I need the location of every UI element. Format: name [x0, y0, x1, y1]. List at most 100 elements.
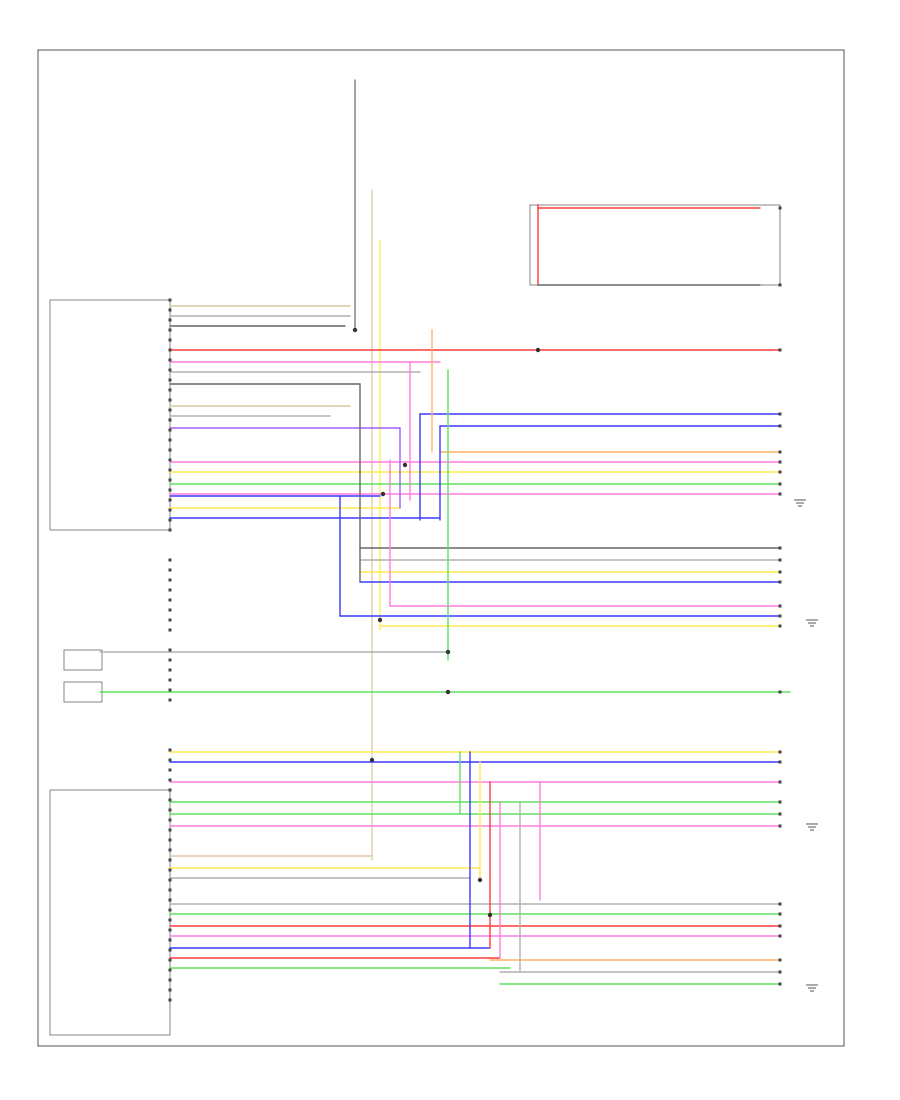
pin-left-560 [168, 558, 172, 562]
pin-left-700 [168, 698, 172, 702]
pin-left-490 [168, 488, 172, 492]
pin-left-900 [168, 898, 172, 902]
splice-3 [402, 462, 408, 468]
pin-left-980 [168, 978, 172, 982]
pin-left-820 [168, 818, 172, 822]
pin-left-570 [168, 568, 172, 572]
pin-left-800 [168, 798, 172, 802]
pin-right-208 [778, 206, 782, 210]
pin-left-850 [168, 848, 172, 852]
pin-left-320 [168, 318, 172, 322]
pin-right-802 [778, 800, 782, 804]
splice-5 [377, 617, 383, 623]
splice-8 [369, 757, 375, 763]
pin-left-310 [168, 308, 172, 312]
component-box-1 [49, 299, 171, 531]
pin-left-670 [168, 668, 172, 672]
pin-left-450 [168, 448, 172, 452]
pin-right-350 [778, 348, 782, 352]
pin-right-936 [778, 934, 782, 938]
splice-2 [535, 347, 541, 353]
pin-left-990 [168, 988, 172, 992]
pin-left-690 [168, 688, 172, 692]
pin-left-890 [168, 888, 172, 892]
pin-left-600 [168, 598, 172, 602]
pin-left-1000 [168, 998, 172, 1002]
pin-right-414 [778, 412, 782, 416]
pin-left-370 [168, 368, 172, 372]
pin-left-410 [168, 408, 172, 412]
pin-right-826 [778, 824, 782, 828]
pin-left-780 [168, 778, 172, 782]
pin-left-480 [168, 478, 172, 482]
pin-left-470 [168, 468, 172, 472]
pin-left-420 [168, 418, 172, 422]
pin-left-880 [168, 878, 172, 882]
splice-4 [380, 491, 386, 497]
pin-left-840 [168, 838, 172, 842]
pin-left-380 [168, 378, 172, 382]
pin-right-462 [778, 460, 782, 464]
pin-right-616 [778, 614, 782, 618]
diagram-border [37, 49, 845, 1047]
pin-right-960 [778, 958, 782, 962]
pin-left-530 [168, 528, 172, 532]
pin-right-606 [778, 604, 782, 608]
pin-left-300 [168, 298, 172, 302]
wire-harness [99, 79, 791, 985]
splice-9 [477, 877, 483, 883]
pin-left-390 [168, 388, 172, 392]
pin-right-984 [778, 982, 782, 986]
pin-left-770 [168, 768, 172, 772]
pin-right-692 [778, 690, 782, 694]
pin-left-340 [168, 338, 172, 342]
pin-left-970 [168, 968, 172, 972]
pin-left-680 [168, 678, 172, 682]
pin-left-400 [168, 398, 172, 402]
splice-1 [352, 327, 358, 333]
component-box-3 [63, 649, 103, 671]
pin-left-960 [168, 958, 172, 962]
pin-right-814 [778, 812, 782, 816]
component-boxes [49, 204, 781, 1036]
pin-left-830 [168, 828, 172, 832]
pin-left-650 [168, 648, 172, 652]
pin-right-548 [778, 546, 782, 550]
pin-right-582 [778, 580, 782, 584]
pin-left-810 [168, 808, 172, 812]
pin-left-750 [168, 748, 172, 752]
pin-left-520 [168, 518, 172, 522]
pin-right-926 [778, 924, 782, 928]
pin-left-430 [168, 428, 172, 432]
pin-left-870 [168, 868, 172, 872]
component-box-4 [63, 681, 103, 703]
splice-10 [487, 912, 493, 918]
pin-left-940 [168, 938, 172, 942]
pin-left-590 [168, 588, 172, 592]
splice-7 [445, 689, 451, 695]
pin-left-630 [168, 628, 172, 632]
pin-left-440 [168, 438, 172, 442]
pin-left-950 [168, 948, 172, 952]
pin-left-920 [168, 918, 172, 922]
pin-left-510 [168, 508, 172, 512]
component-box-2 [49, 789, 171, 1036]
pin-left-500 [168, 498, 172, 502]
pin-left-760 [168, 758, 172, 762]
pin-left-930 [168, 928, 172, 932]
pin-right-904 [778, 902, 782, 906]
pin-right-452 [778, 450, 782, 454]
pin-right-782 [778, 780, 782, 784]
pin-left-460 [168, 458, 172, 462]
pin-left-910 [168, 908, 172, 912]
pin-right-972 [778, 970, 782, 974]
pin-right-472 [778, 470, 782, 474]
ground-symbols [794, 499, 818, 992]
pin-right-560 [778, 558, 782, 562]
pin-right-484 [778, 482, 782, 486]
pin-left-660 [168, 658, 172, 662]
pin-left-860 [168, 858, 172, 862]
pin-left-580 [168, 578, 172, 582]
pin-right-626 [778, 624, 782, 628]
